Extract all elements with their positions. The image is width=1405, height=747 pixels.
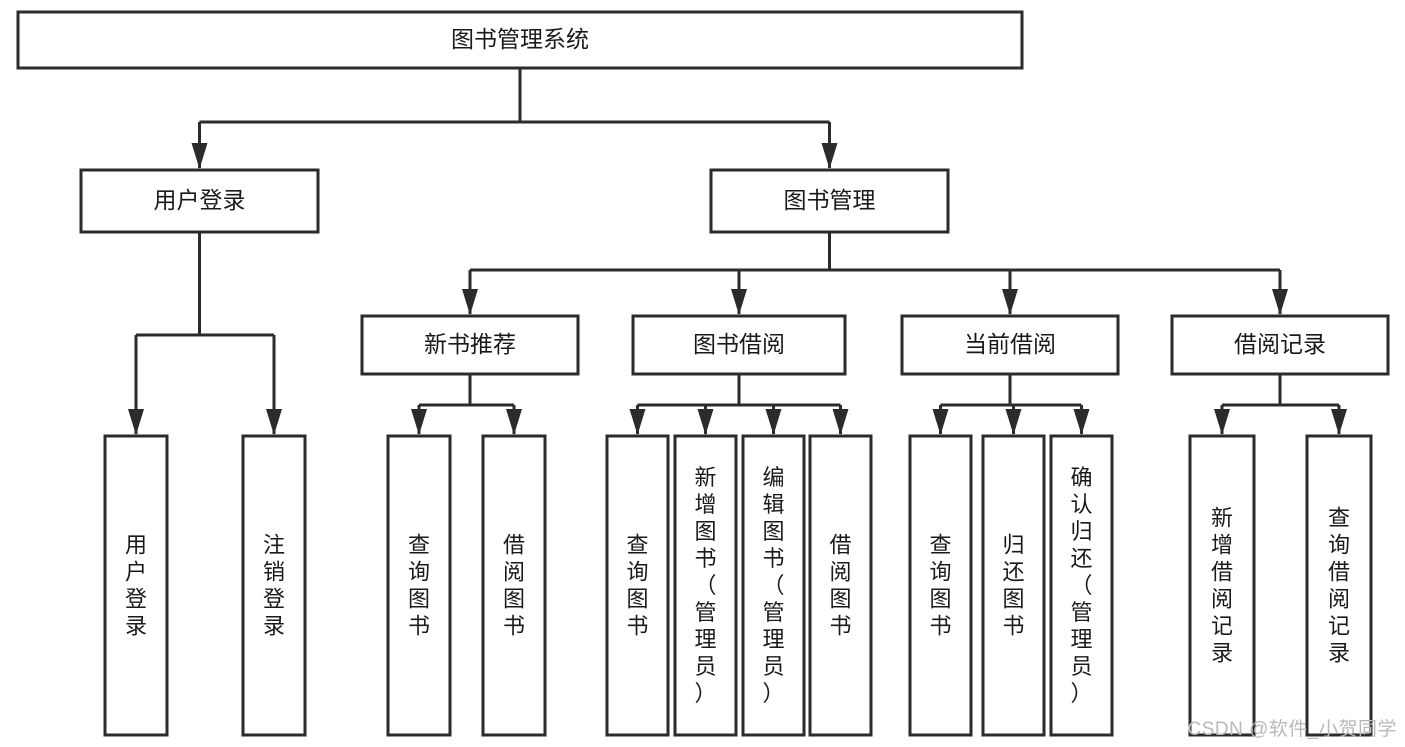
node-box[interactable] — [1305, 434, 1373, 737]
node-box[interactable] — [79, 168, 320, 234]
node-leaf-confirm-return[interactable]: 确认归还（管理员） — [1049, 434, 1114, 737]
node-box[interactable] — [673, 434, 738, 737]
node-leaf-user-login[interactable]: 用户登录 — [103, 434, 169, 737]
node-box[interactable] — [1049, 434, 1114, 737]
arrow-head — [1272, 289, 1288, 315]
node-label: 注销登录 — [263, 533, 285, 639]
arrow-head — [411, 409, 427, 435]
node-label: 图书管理系统 — [451, 26, 589, 52]
connector-layer — [128, 68, 1347, 435]
arrow-head — [731, 289, 747, 315]
node-box[interactable] — [481, 434, 547, 737]
node-box[interactable] — [241, 434, 307, 737]
arrow-head — [765, 409, 782, 435]
node-leaf-query-book-1[interactable]: 查询图书 — [386, 434, 452, 737]
arrow-head — [832, 409, 849, 435]
node-label: 查询图书 — [626, 533, 648, 639]
node-box[interactable] — [103, 434, 169, 737]
arrow-head — [1005, 409, 1022, 435]
node-label: 归还图书 — [1002, 533, 1024, 639]
node-box[interactable] — [1188, 434, 1256, 737]
node-leaf-query-book-3[interactable]: 查询图书 — [908, 434, 973, 737]
node-label: 编辑图书（管理员） — [762, 465, 784, 706]
node-book-manage[interactable]: 图书管理 — [709, 168, 950, 234]
arrow-head — [821, 143, 838, 169]
node-label: 图书借阅 — [693, 331, 785, 357]
arrow-head — [697, 409, 714, 435]
node-label: 新增借阅记录 — [1211, 506, 1233, 666]
node-box[interactable] — [605, 434, 670, 737]
arrow-head — [266, 409, 282, 435]
node-borrow-record[interactable]: 借阅记录 — [1170, 314, 1390, 376]
arrow-head — [128, 409, 144, 435]
node-root-system[interactable]: 图书管理系统 — [16, 10, 1024, 70]
node-label: 借阅记录 — [1234, 331, 1326, 357]
arrow-head — [506, 409, 522, 435]
node-leaf-edit-book[interactable]: 编辑图书（管理员） — [741, 434, 806, 737]
node-layer: 图书管理系统用户登录图书管理新书推荐图书借阅当前借阅借阅记录用户登录注销登录查询… — [16, 10, 1390, 737]
arrow-head — [1331, 409, 1347, 435]
node-leaf-logout[interactable]: 注销登录 — [241, 434, 307, 737]
node-leaf-add-record[interactable]: 新增借阅记录 — [1188, 434, 1256, 737]
node-label: 查询图书 — [929, 533, 951, 639]
arrow-head — [191, 143, 208, 169]
arrow-head — [1073, 409, 1090, 435]
node-book-borrow[interactable]: 图书借阅 — [631, 314, 847, 376]
node-box[interactable] — [908, 434, 973, 737]
arrow-head — [462, 289, 478, 315]
node-box[interactable] — [1170, 314, 1390, 376]
node-label: 查询图书 — [408, 533, 430, 639]
node-leaf-query-book-2[interactable]: 查询图书 — [605, 434, 670, 737]
node-box[interactable] — [16, 10, 1024, 70]
node-label: 查询借阅记录 — [1328, 506, 1350, 666]
node-box[interactable] — [808, 434, 873, 737]
node-label: 新增图书（管理员） — [694, 465, 716, 706]
node-leaf-query-record[interactable]: 查询借阅记录 — [1305, 434, 1373, 737]
node-label: 借阅图书 — [503, 533, 525, 639]
node-label: 用户登录 — [125, 533, 147, 639]
node-box[interactable] — [386, 434, 452, 737]
node-label: 新书推荐 — [424, 331, 516, 357]
node-new-book-rec[interactable]: 新书推荐 — [360, 314, 580, 376]
arrow-head — [932, 409, 949, 435]
node-label: 用户登录 — [154, 187, 246, 213]
node-label: 确认归还（管理员） — [1070, 465, 1092, 706]
node-box[interactable] — [900, 314, 1120, 376]
node-leaf-return-book[interactable]: 归还图书 — [981, 434, 1046, 737]
node-leaf-add-book[interactable]: 新增图书（管理员） — [673, 434, 738, 737]
node-label: 借阅图书 — [829, 533, 851, 639]
node-box[interactable] — [741, 434, 806, 737]
arrow-head — [1002, 289, 1018, 315]
arrow-head — [1214, 409, 1230, 435]
node-box[interactable] — [709, 168, 950, 234]
arrow-head — [629, 409, 646, 435]
node-leaf-borrow-book-2[interactable]: 借阅图书 — [808, 434, 873, 737]
node-label: 图书管理 — [784, 187, 876, 213]
node-user-login[interactable]: 用户登录 — [79, 168, 320, 234]
node-label: 当前借阅 — [964, 331, 1056, 357]
node-box[interactable] — [360, 314, 580, 376]
node-current-borrow[interactable]: 当前借阅 — [900, 314, 1120, 376]
node-box[interactable] — [981, 434, 1046, 737]
node-leaf-borrow-book-1[interactable]: 借阅图书 — [481, 434, 547, 737]
node-box[interactable] — [631, 314, 847, 376]
